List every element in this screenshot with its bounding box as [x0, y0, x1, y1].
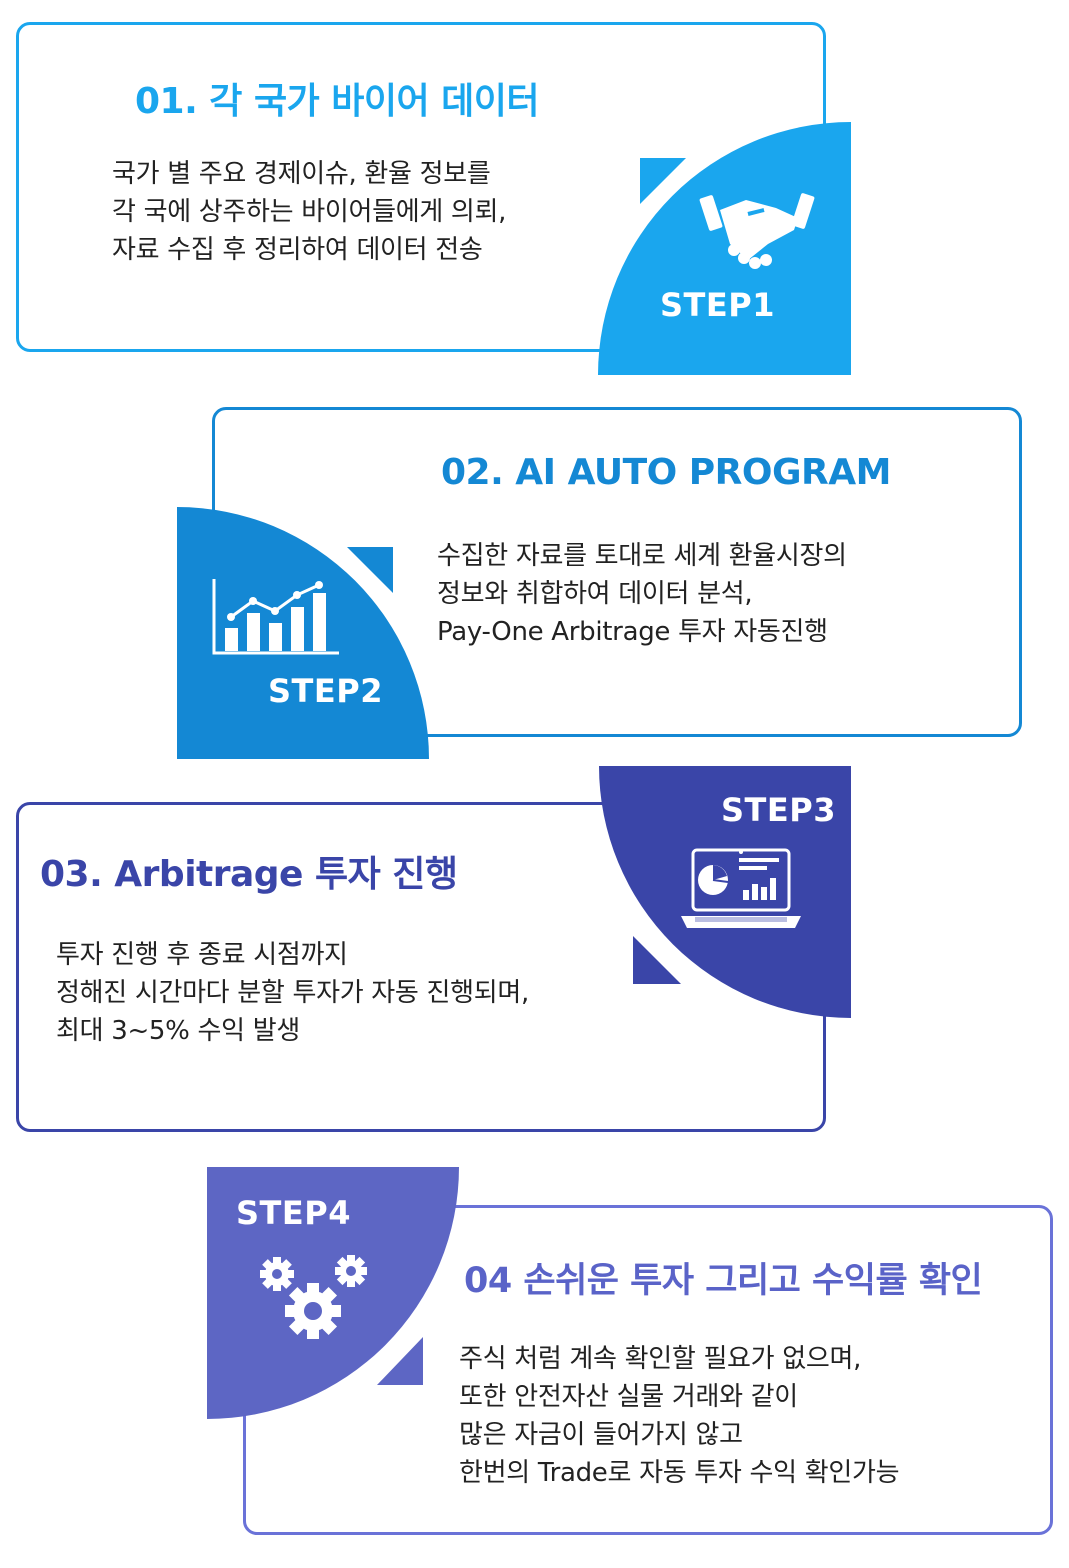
handshake-icon	[699, 193, 815, 269]
step2-title: 02. AI AUTO PROGRAM	[441, 452, 891, 493]
step4-line: 주식 처럼 계속 확인할 필요가 없으며,	[459, 1344, 862, 1374]
step3-label: STEP3	[721, 791, 836, 829]
step1-description: 국가 별 주요 경제이슈, 환율 정보를 각 국에 상주하는 바이어들에게 의뢰…	[112, 155, 506, 269]
step1-badge	[598, 122, 851, 375]
step3-line: 투자 진행 후 종료 시점까지	[56, 940, 348, 970]
step2-label: STEP2	[268, 672, 383, 710]
step2-line: 정보와 취합하여 데이터 분석,	[437, 579, 753, 609]
step3-title: 03. Arbitrage 투자 진행	[40, 854, 458, 895]
step3-description: 투자 진행 후 종료 시점까지 정해진 시간마다 분할 투자가 자동 진행되며,…	[56, 936, 529, 1050]
gears-icon	[260, 1255, 367, 1339]
step2-description: 수집한 자료를 토대로 세계 환율시장의 정보와 취합하여 데이터 분석, Pa…	[437, 537, 847, 651]
step1-line: 자료 수집 후 정리하여 데이터 전송	[112, 235, 483, 265]
step4-line: 한번의 Trade로 자동 투자 수익 확인가능	[459, 1458, 900, 1488]
step3-line: 정해진 시간마다 분할 투자가 자동 진행되며,	[56, 978, 529, 1008]
step4-line: 많은 자금이 들어가지 않고	[459, 1420, 743, 1450]
step1-line: 국가 별 주요 경제이슈, 환율 정보를	[112, 159, 491, 189]
step3-badge	[599, 766, 851, 1018]
laptop-chart-icon	[681, 848, 801, 928]
step1-label: STEP1	[660, 286, 775, 324]
step2-line: 수집한 자료를 토대로 세계 환율시장의	[437, 541, 847, 571]
step1-title: 01. 각 국가 바이어 데이터	[135, 81, 540, 122]
step4-badge	[207, 1167, 459, 1419]
step4-label: STEP4	[236, 1194, 351, 1232]
step2-line: Pay-One Arbitrage 투자 자동진행	[437, 617, 828, 647]
bar-chart-icon	[212, 579, 339, 655]
step1-line: 각 국에 상주하는 바이어들에게 의뢰,	[112, 197, 507, 227]
step4-title: 04 손쉬운 투자 그리고 수익률 확인	[464, 1261, 983, 1301]
step2-badge	[177, 507, 429, 759]
step4-description: 주식 처럼 계속 확인할 필요가 없으며, 또한 안전자산 실물 거래와 같이 …	[459, 1340, 899, 1492]
step4-line: 또한 안전자산 실물 거래와 같이	[459, 1382, 798, 1412]
step3-line: 최대 3~5% 수익 발생	[56, 1016, 300, 1046]
